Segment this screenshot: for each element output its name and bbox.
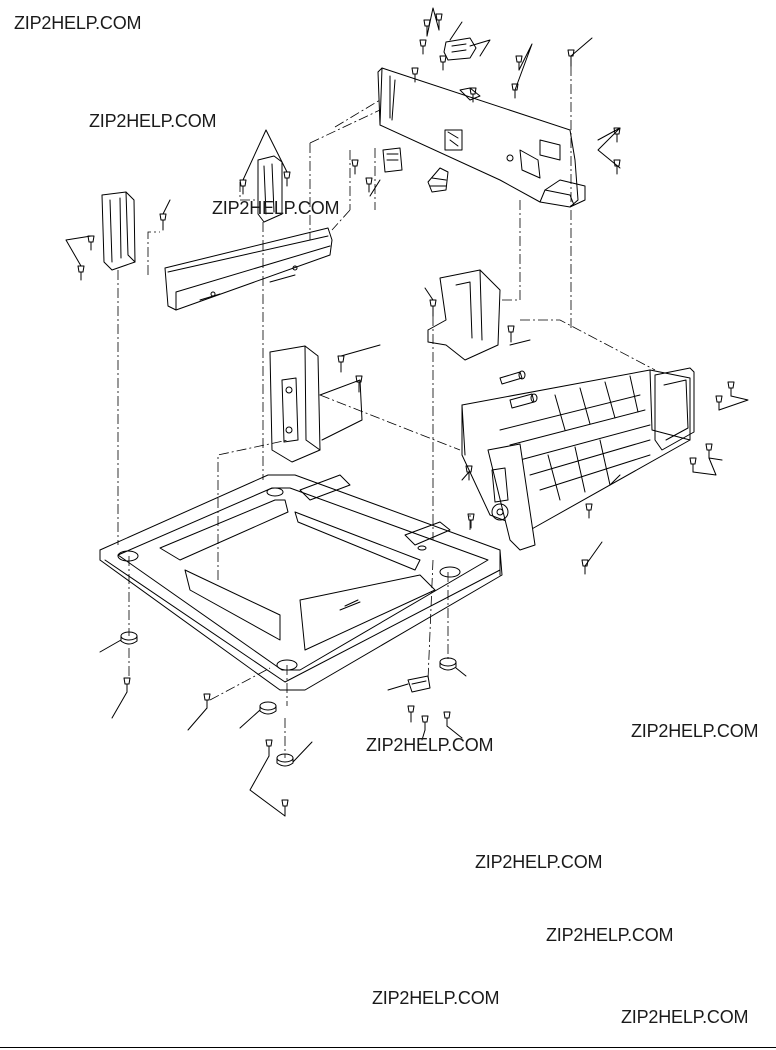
watermark-text: ZIP2HELP.COM: [631, 721, 759, 741]
bottom-rule: [0, 1047, 776, 1048]
plate-clip: [382, 147, 403, 173]
rear-frame-plate: [377, 67, 586, 208]
rollers: [499, 370, 538, 409]
cross-rail: [164, 227, 333, 311]
watermark-text: ZIP2HELP.COM: [212, 198, 340, 218]
left-bracket-inner: [257, 155, 283, 223]
watermark-text: ZIP2HELP.COM: [14, 13, 142, 33]
watermark-text: ZIP2HELP.COM: [621, 1007, 749, 1027]
bottom-bracket: [407, 675, 431, 693]
watermark-text: ZIP2HELP.COM: [475, 852, 603, 872]
right-bracket: [427, 269, 501, 361]
center-upright-bracket: [269, 345, 363, 463]
top-bracket: [443, 37, 477, 61]
watermark-text: ZIP2HELP.COM: [366, 735, 494, 755]
drive-unit: [461, 367, 695, 551]
watermark-text: ZIP2HELP.COM: [89, 111, 217, 131]
assembly-lines: [117, 66, 656, 758]
watermark-text: ZIP2HELP.COM: [546, 925, 674, 945]
watermark-text: ZIP2HELP.COM: [372, 988, 500, 1008]
leader-lines: [65, 7, 749, 817]
cone-grommet: [427, 167, 449, 193]
screws: [77, 13, 735, 817]
base-plate: [99, 474, 503, 691]
left-bracket-outer: [101, 191, 136, 271]
